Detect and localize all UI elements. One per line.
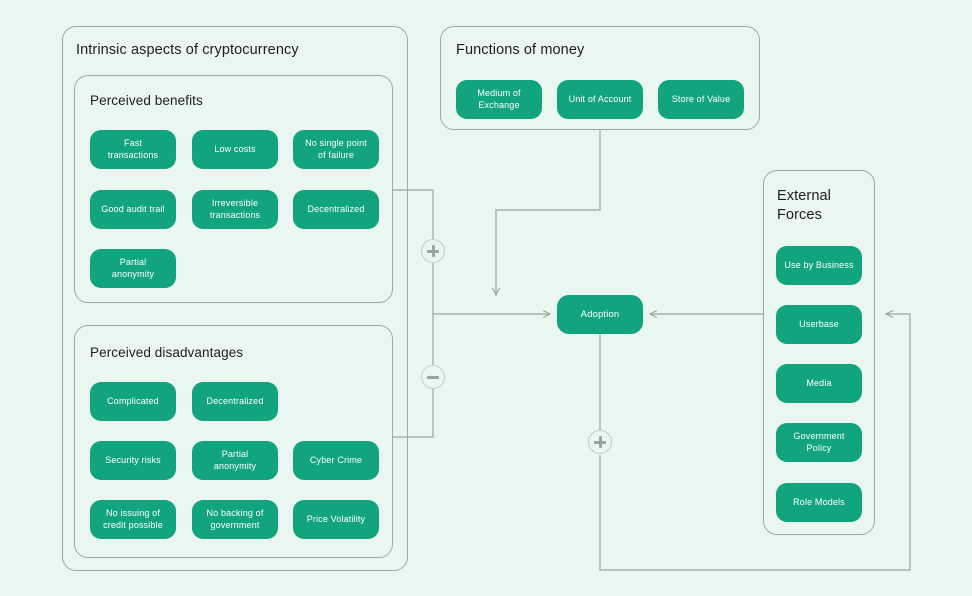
pill-external-government-policy[interactable]: Government Policy	[776, 423, 862, 462]
operator-minus-disadvantages[interactable]	[421, 365, 445, 389]
pill-disadvantage-no-issuing-of-credit[interactable]: No issuing of credit possible	[90, 500, 176, 539]
card-external-forces	[763, 170, 875, 535]
pill-adoption[interactable]: Adoption	[557, 295, 643, 334]
pill-benefit-decentralized[interactable]: Decentralized	[293, 190, 379, 229]
pill-disadvantage-decentralized[interactable]: Decentralized	[192, 382, 278, 421]
line-functions-to-adoption	[496, 130, 601, 295]
pill-external-role-models[interactable]: Role Models	[776, 483, 862, 522]
pill-disadvantage-security-risks[interactable]: Security risks	[90, 441, 176, 480]
pill-benefit-low-costs[interactable]: Low costs	[192, 130, 278, 169]
card-perceived-disadvantages	[74, 325, 393, 558]
card-perceived-benefits	[74, 75, 393, 303]
pill-benefit-good-audit-trail[interactable]: Good audit trail	[90, 190, 176, 229]
title-functions-of-money: Functions of money	[456, 42, 585, 58]
operator-plus-benefits[interactable]	[421, 239, 445, 263]
pill-external-media[interactable]: Media	[776, 364, 862, 403]
pill-benefit-irreversible-transactions[interactable]: Irreversible transactions	[192, 190, 278, 229]
pill-benefit-fast-transactions[interactable]: Fast transactions	[90, 130, 176, 169]
pill-function-store-of-value[interactable]: Store of Value	[658, 80, 744, 119]
pill-external-userbase[interactable]: Userbase	[776, 305, 862, 344]
pill-disadvantage-no-backing-of-government[interactable]: No backing of government	[192, 500, 278, 539]
pill-function-medium-of-exchange[interactable]: Medium of Exchange	[456, 80, 542, 119]
pill-benefit-no-single-point-of-failure[interactable]: No single point of failure	[293, 130, 379, 169]
title-external-forces: External Forces	[777, 188, 831, 223]
card-functions-of-money	[440, 26, 760, 130]
card-intrinsic-aspects	[62, 26, 408, 571]
pill-function-unit-of-account[interactable]: Unit of Account	[557, 80, 643, 119]
pill-external-use-by-business[interactable]: Use by Business	[776, 246, 862, 285]
title-intrinsic-aspects: Intrinsic aspects of cryptocurrency	[76, 42, 299, 58]
title-perceived-disadvantages: Perceived disadvantages	[90, 345, 244, 360]
pill-benefit-partial-anonymity[interactable]: Partial anonymity	[90, 249, 176, 288]
pill-disadvantage-price-volatility[interactable]: Price Volatility	[293, 500, 379, 539]
pill-disadvantage-cyber-crime[interactable]: Cyber Crime	[293, 441, 379, 480]
title-perceived-benefits: Perceived benefits	[90, 93, 203, 108]
operator-plus-adoption-feedback[interactable]	[588, 430, 612, 454]
pill-disadvantage-partial-anonymity[interactable]: Partial anonymity	[192, 441, 278, 480]
pill-disadvantage-complicated[interactable]: Complicated	[90, 382, 176, 421]
